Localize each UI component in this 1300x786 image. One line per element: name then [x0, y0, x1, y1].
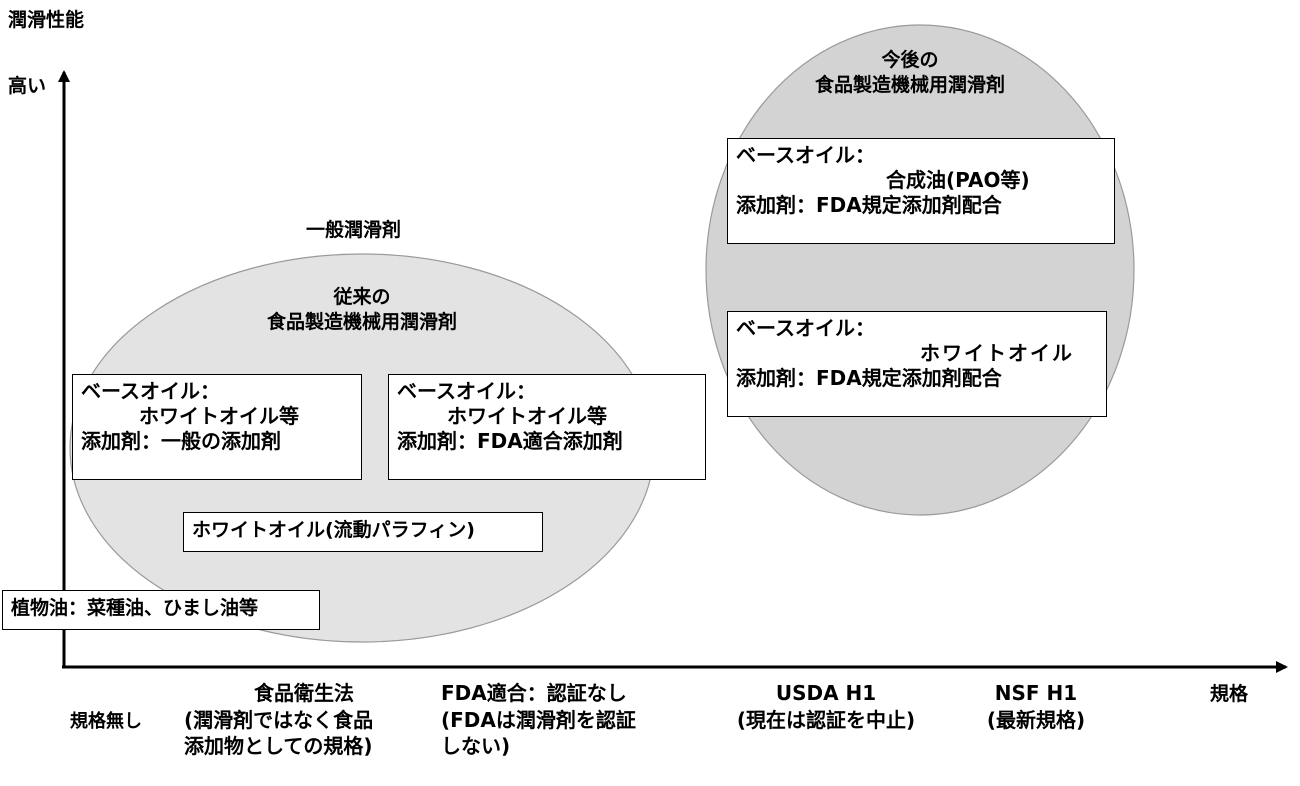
- future-white-oil-box: ベースオイル： ホワイトオイル 添加剤：FDA規定添加剤配合: [727, 311, 1107, 417]
- general-lubricant-label: 一般潤滑剤: [306, 219, 402, 241]
- y-axis-label: 潤滑性能: [8, 9, 85, 31]
- white-oil-box: ホワイトオイル(流動パラフィン): [183, 512, 543, 552]
- x-category-usda-h1: USDA H1 (現在は認証を中止): [736, 681, 916, 732]
- y-axis-high-label: 高い: [8, 75, 47, 97]
- future-region-label: 今後の 食品製造機械用潤滑剤: [814, 49, 1005, 96]
- conventional-general-additive-box: ベースオイル： ホワイトオイル等 添加剤：一般の添加剤: [72, 374, 362, 480]
- future-synthetic-oil-box: ベースオイル： 合成油(PAO等) 添加剤：FDA規定添加剤配合: [727, 138, 1115, 244]
- x-category-nsf-h1: NSF H1 (最新規格): [986, 681, 1086, 732]
- x-category-food-sanitation-act: 食品衛生法 (潤滑剤ではなく食品 添加物としての規格): [184, 681, 374, 759]
- conventional-region-label: 従来の 食品製造機械用潤滑剤: [266, 286, 457, 333]
- x-category-none: 規格無し: [70, 711, 142, 732]
- x-category-fda: FDA適合：認証なし (FDAは潤滑剤を認証 しない): [441, 681, 636, 759]
- x-axis-label: 規格: [1210, 683, 1249, 705]
- conventional-fda-additive-box: ベースオイル： ホワイトオイル等 添加剤：FDA適合添加剤: [388, 374, 706, 480]
- vegetable-oil-box: 植物油：菜種油、ひまし油等: [2, 590, 320, 630]
- future-lubricant-region: [705, 24, 1135, 516]
